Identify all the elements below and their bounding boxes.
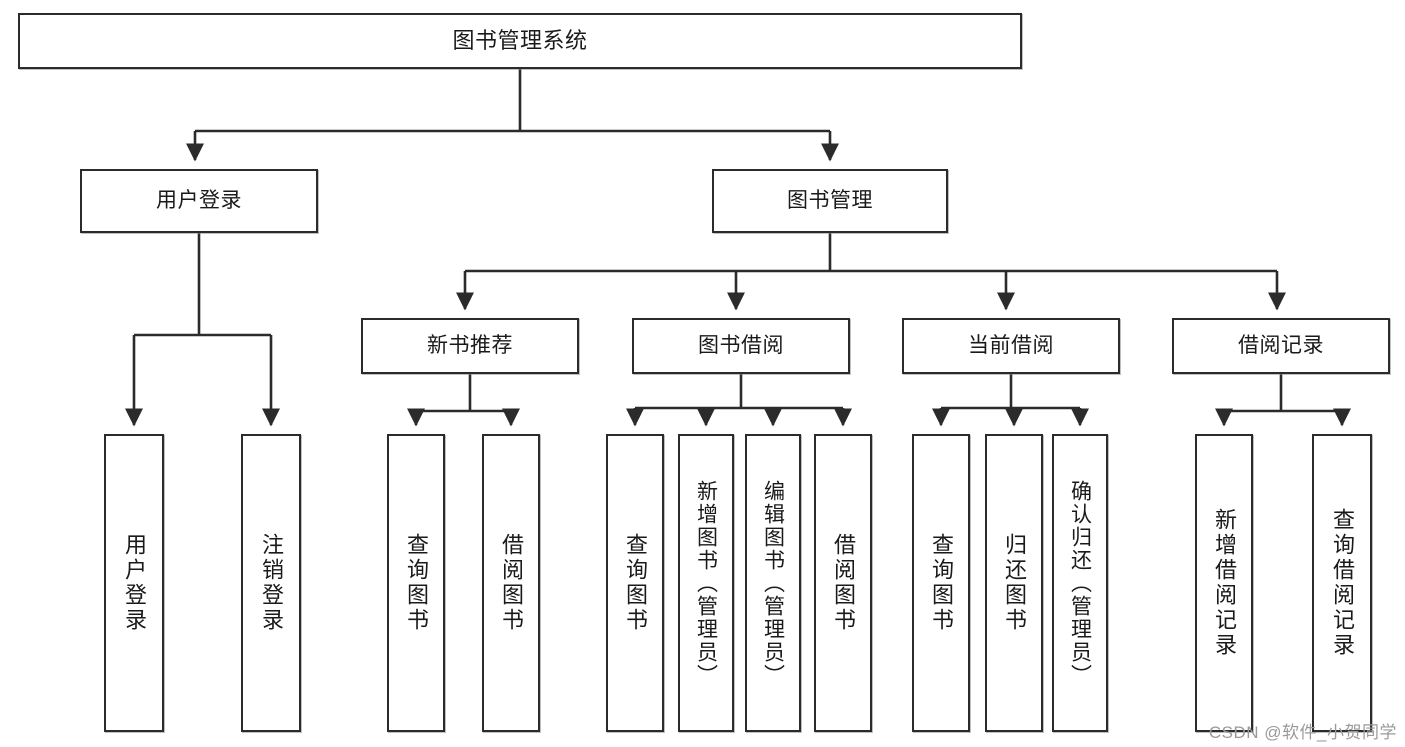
node-user-login-label: 用户登录 [156,188,242,212]
node-leaf-borrow-book-1[interactable]: 借阅图书 [482,434,540,732]
node-borrow-record[interactable]: 借阅记录 [1172,318,1390,374]
node-user-login[interactable]: 用户登录 [80,169,318,233]
node-leaf-confirm-return[interactable]: 确认归还（管理员） [1052,434,1108,732]
node-current-borrow[interactable]: 当前借阅 [902,318,1120,374]
node-leaf-logout[interactable]: 注销登录 [241,434,301,732]
node-root[interactable]: 图书管理系统 [18,13,1022,69]
node-book-borrow-label: 图书借阅 [698,333,784,357]
node-leaf-logout-label: 注销登录 [259,533,284,633]
watermark-text: CSDN @软件_小贺同学 [1208,723,1397,742]
node-leaf-return-book-label: 归还图书 [1002,533,1027,633]
node-leaf-query-record-label: 查询借阅记录 [1330,508,1355,658]
node-borrow-record-label: 借阅记录 [1238,333,1324,357]
node-leaf-edit-book-label: 编辑图书（管理员） [761,479,785,687]
node-leaf-borrow-book-2[interactable]: 借阅图书 [814,434,872,732]
node-book-manage-label: 图书管理 [787,188,873,212]
node-leaf-borrow-book-1-label: 借阅图书 [499,533,524,633]
node-leaf-query-book-3-label: 查询图书 [929,533,954,633]
node-leaf-query-record[interactable]: 查询借阅记录 [1312,434,1372,732]
node-leaf-edit-book[interactable]: 编辑图书（管理员） [745,434,801,732]
node-book-manage[interactable]: 图书管理 [712,169,948,233]
node-leaf-confirm-return-label: 确认归还（管理员） [1068,479,1092,687]
node-new-book-recommend[interactable]: 新书推荐 [361,318,579,374]
node-root-label: 图书管理系统 [452,28,588,54]
node-leaf-query-book-2-label: 查询图书 [623,533,648,633]
node-leaf-add-book-label: 新增图书（管理员） [694,479,718,687]
node-leaf-user-login[interactable]: 用户登录 [104,434,164,732]
node-leaf-return-book[interactable]: 归还图书 [985,434,1043,732]
node-leaf-borrow-book-2-label: 借阅图书 [831,533,856,633]
node-leaf-add-record-label: 新增借阅记录 [1212,508,1237,658]
node-current-borrow-label: 当前借阅 [968,333,1054,357]
node-leaf-query-book-3[interactable]: 查询图书 [912,434,970,732]
node-new-book-recommend-label: 新书推荐 [427,333,513,357]
node-leaf-query-book-1[interactable]: 查询图书 [387,434,445,732]
node-leaf-add-book[interactable]: 新增图书（管理员） [678,434,734,732]
node-leaf-query-book-2[interactable]: 查询图书 [606,434,664,732]
node-leaf-add-record[interactable]: 新增借阅记录 [1195,434,1253,732]
node-leaf-query-book-1-label: 查询图书 [404,533,429,633]
node-leaf-user-login-label: 用户登录 [122,533,147,633]
node-book-borrow[interactable]: 图书借阅 [632,318,850,374]
